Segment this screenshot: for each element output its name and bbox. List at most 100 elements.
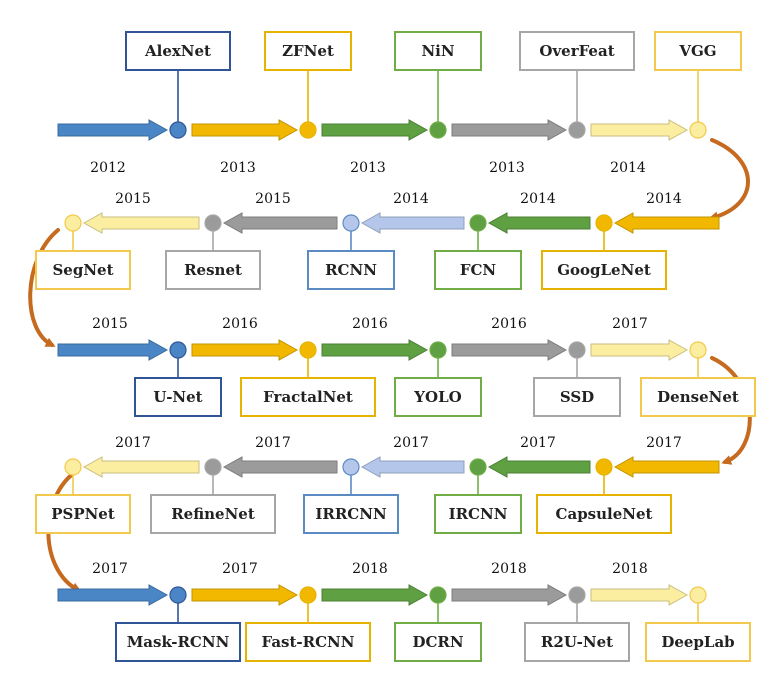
- label-box-yolo: [394, 377, 482, 417]
- arrow-to-mask-rcnn: [57, 584, 169, 606]
- label-vgg: VGG: [678, 42, 716, 60]
- label-nin: NiN: [421, 42, 454, 60]
- node-alexnet: [169, 121, 187, 139]
- label-box-pspnet: [35, 494, 131, 534]
- node-yolo: [429, 341, 447, 359]
- node-u-net: [169, 341, 187, 359]
- label-box-u-net: [134, 377, 222, 417]
- label-box-fractalnet: [240, 377, 376, 417]
- label-ircnn: IRCNN: [449, 505, 508, 523]
- node-segnet: [64, 214, 82, 232]
- year-capsulenet: 2017: [646, 435, 682, 451]
- arrow-to-ssd: [451, 339, 568, 361]
- node-fcn: [469, 214, 487, 232]
- year-segnet: 2015: [115, 191, 151, 207]
- arrow-to-resnet: [222, 212, 338, 234]
- label-box-segnet: [35, 250, 131, 290]
- year-nin: 2013: [350, 160, 386, 176]
- label-fractalnet: FractalNet: [263, 388, 353, 406]
- year-deeplab: 2018: [612, 561, 648, 577]
- label-refinenet: RefineNet: [171, 505, 255, 523]
- label-box-alexnet: [125, 31, 231, 71]
- node-densenet: [689, 341, 707, 359]
- node-irrcnn: [342, 458, 360, 476]
- arrow-to-segnet: [82, 212, 200, 234]
- label-box-deeplab: [645, 622, 751, 662]
- node-refinenet: [204, 458, 222, 476]
- year-rcnn: 2014: [393, 191, 429, 207]
- arrow-to-u-net: [57, 339, 169, 361]
- label-ssd: SSD: [560, 388, 594, 406]
- label-capsulenet: CapsuleNet: [556, 505, 653, 523]
- label-deeplab: DeepLab: [661, 633, 734, 651]
- label-u-net: U-Net: [153, 388, 202, 406]
- node-deeplab: [689, 586, 707, 604]
- arrow-to-densenet: [590, 339, 689, 361]
- node-pspnet: [64, 458, 82, 476]
- year-resnet: 2015: [255, 191, 291, 207]
- curve-row1-row2: [708, 138, 750, 222]
- arrow-to-rcnn: [360, 212, 465, 234]
- node-overfeat: [568, 121, 586, 139]
- label-alexnet: AlexNet: [144, 42, 211, 60]
- label-box-capsulenet: [536, 494, 672, 534]
- year-fractalnet: 2016: [222, 316, 258, 332]
- year-googlenet: 2014: [646, 191, 682, 207]
- node-ircnn: [469, 458, 487, 476]
- node-mask-rcnn: [169, 586, 187, 604]
- label-rcnn: RCNN: [325, 261, 377, 279]
- arrow-to-pspnet: [82, 456, 200, 478]
- year-yolo: 2016: [352, 316, 388, 332]
- label-box-ssd: [533, 377, 621, 417]
- label-box-irrcnn: [303, 494, 399, 534]
- label-box-fast-rcnn: [245, 622, 371, 662]
- arrow-to-zfnet: [191, 119, 299, 141]
- arrow-to-fcn: [487, 212, 591, 234]
- year-fast-rcnn: 2017: [222, 561, 258, 577]
- year-ircnn: 2017: [520, 435, 556, 451]
- label-box-overfeat: [519, 31, 635, 71]
- label-box-resnet: [165, 250, 261, 290]
- label-box-nin: [394, 31, 482, 71]
- node-resnet: [204, 214, 222, 232]
- year-mask-rcnn: 2017: [92, 561, 128, 577]
- arrow-to-yolo: [321, 339, 429, 361]
- label-overfeat: OverFeat: [539, 42, 614, 60]
- label-box-refinenet: [150, 494, 276, 534]
- year-zfnet: 2013: [220, 160, 256, 176]
- node-fast-rcnn: [299, 586, 317, 604]
- arrow-to-vgg: [590, 119, 689, 141]
- node-dcrn: [429, 586, 447, 604]
- label-pspnet: PSPNet: [51, 505, 115, 523]
- year-irrcnn: 2017: [393, 435, 429, 451]
- label-box-ircnn: [434, 494, 522, 534]
- year-refinenet: 2017: [255, 435, 291, 451]
- label-yolo: YOLO: [413, 388, 461, 406]
- arrow-to-deeplab: [590, 584, 689, 606]
- label-box-r2u-net: [524, 622, 630, 662]
- year-overfeat: 2013: [489, 160, 525, 176]
- arrow-to-capsulenet: [613, 456, 720, 478]
- node-fractalnet: [299, 341, 317, 359]
- year-r2u-net: 2018: [491, 561, 527, 577]
- label-fast-rcnn: Fast-RCNN: [262, 633, 355, 651]
- year-dcrn: 2018: [352, 561, 388, 577]
- arrow-to-r2u-net: [451, 584, 568, 606]
- label-segnet: SegNet: [52, 261, 113, 279]
- node-nin: [429, 121, 447, 139]
- label-box-fcn: [434, 250, 522, 290]
- node-rcnn: [342, 214, 360, 232]
- arrow-to-fractalnet: [191, 339, 299, 361]
- year-ssd: 2016: [491, 316, 527, 332]
- label-r2u-net: R2U-Net: [541, 633, 613, 651]
- label-box-vgg: [654, 31, 742, 71]
- arrow-to-overfeat: [451, 119, 568, 141]
- label-densenet: DenseNet: [657, 388, 739, 406]
- year-pspnet: 2017: [115, 435, 151, 451]
- label-box-dcrn: [394, 622, 482, 662]
- curve-row2-row3: [28, 228, 60, 347]
- arrow-to-nin: [321, 119, 429, 141]
- node-ssd: [568, 341, 586, 359]
